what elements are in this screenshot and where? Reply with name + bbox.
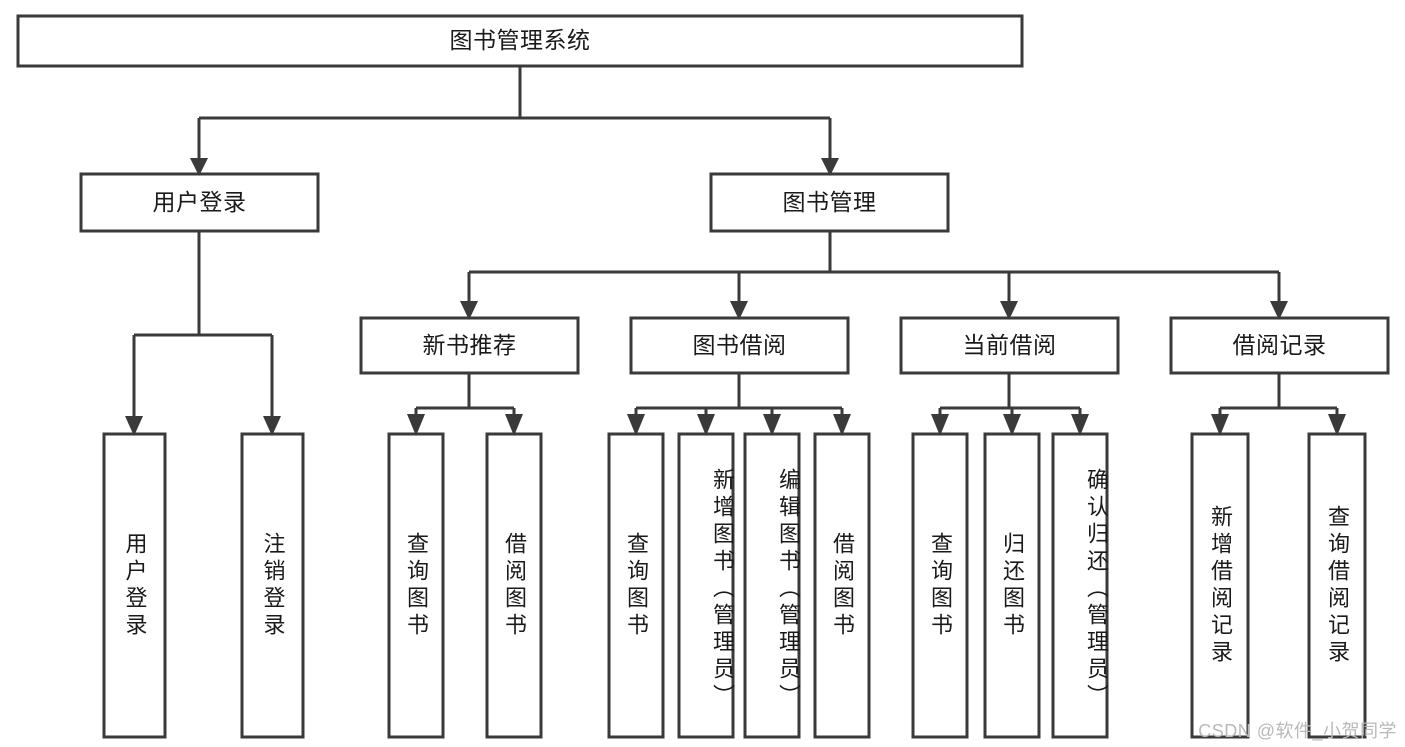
arrow-to-leaf-query-record — [1328, 414, 1346, 436]
box-leaf-user-login[interactable] — [102, 432, 167, 739]
connector-borrow-record-to-leaves — [1211, 373, 1346, 436]
arrow-to-leaf-edit-book — [763, 414, 781, 436]
arrow-to-book-manage — [821, 158, 839, 176]
box-new-book-rec[interactable] — [359, 316, 580, 375]
box-leaf-query-record[interactable] — [1307, 432, 1367, 739]
arrow-to-leaf-query-book-3 — [931, 414, 949, 436]
box-leaf-borrow-book-2[interactable] — [813, 432, 871, 739]
box-root[interactable] — [16, 14, 1024, 68]
box-leaf-add-book[interactable] — [677, 432, 735, 739]
box-leaf-query-book-3[interactable] — [911, 432, 969, 739]
box-borrow-record[interactable] — [1169, 316, 1390, 375]
connector-new-book-rec-to-leaves — [407, 373, 523, 436]
connector-book-borrow-to-leaves — [627, 373, 851, 436]
box-leaf-query-book-2[interactable] — [607, 432, 665, 739]
arrow-to-leaf-borrow-book-1 — [505, 414, 523, 436]
arrow-to-leaf-query-book-1 — [407, 414, 425, 436]
connector-user-login-to-leaves — [125, 231, 281, 436]
box-book-borrow[interactable] — [629, 316, 850, 375]
arrow-to-leaf-user-login — [125, 416, 143, 436]
arrow-to-leaf-borrow-book-2 — [833, 414, 851, 436]
arrow-to-leaf-add-book — [697, 414, 715, 436]
arrow-to-leaf-logout — [263, 416, 281, 436]
arrow-to-borrow-record — [1270, 301, 1288, 320]
box-leaf-confirm-return[interactable] — [1051, 432, 1109, 739]
connector-root-to-level2 — [190, 66, 839, 176]
box-leaf-add-record[interactable] — [1190, 432, 1250, 739]
box-leaf-return-book[interactable] — [983, 432, 1041, 739]
box-current-borrow[interactable] — [899, 316, 1120, 375]
box-user-login[interactable] — [79, 172, 320, 233]
node-boxes — [16, 14, 1390, 739]
arrow-to-user-login — [190, 158, 208, 176]
csdn-watermark: CSDN @软件_小贺同学 — [1198, 721, 1397, 741]
box-leaf-edit-book[interactable] — [743, 432, 801, 739]
box-leaf-logout[interactable] — [240, 432, 305, 739]
arrow-to-new-book-rec — [460, 301, 478, 320]
connector-current-borrow-to-leaves — [931, 373, 1089, 436]
arrow-to-leaf-return-book — [1003, 414, 1021, 436]
arrow-to-leaf-confirm-return — [1071, 414, 1089, 436]
box-leaf-borrow-book-1[interactable] — [485, 432, 543, 739]
arrow-to-book-borrow — [730, 301, 748, 320]
connector-book-manage-to-level3 — [460, 231, 1288, 320]
arrow-to-leaf-query-book-2 — [627, 414, 645, 436]
arrow-to-current-borrow — [1000, 301, 1018, 320]
arrow-to-leaf-add-record — [1211, 414, 1229, 436]
box-book-manage[interactable] — [709, 172, 950, 233]
box-leaf-query-book-1[interactable] — [387, 432, 445, 739]
